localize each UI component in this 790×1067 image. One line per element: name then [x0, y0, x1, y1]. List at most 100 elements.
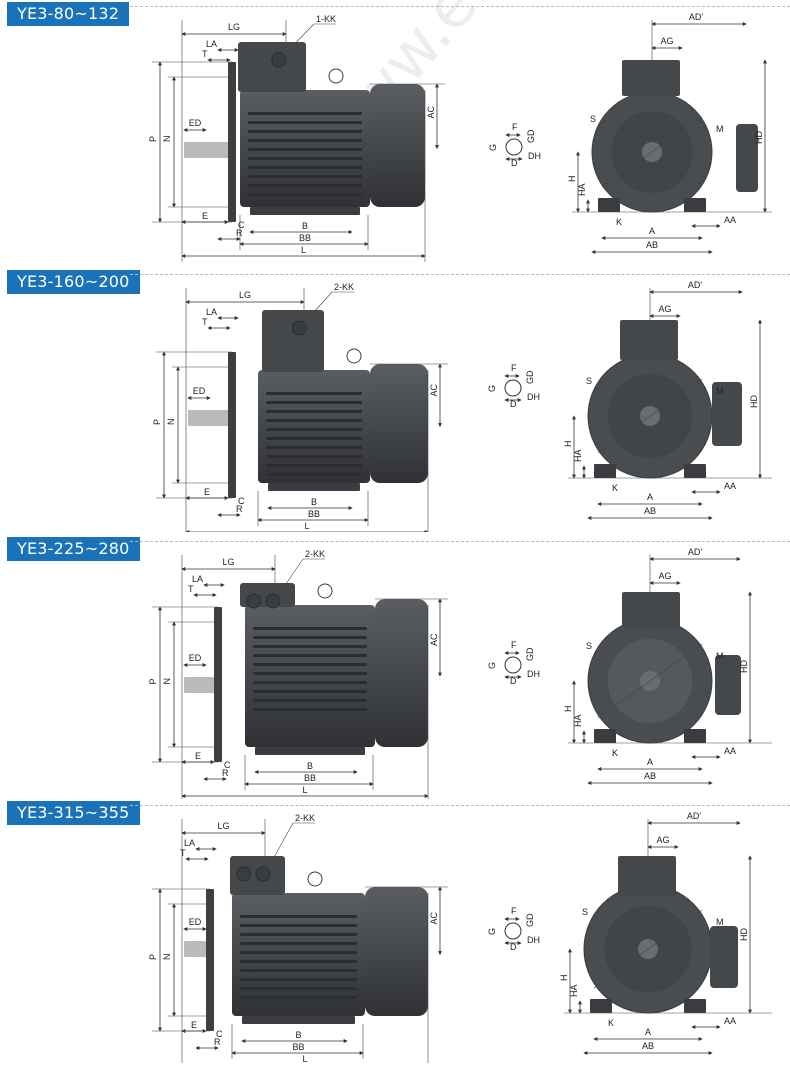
dimension-label: AD' — [688, 547, 703, 557]
dimension-label: HD — [754, 131, 764, 144]
dimension-label: AD' — [688, 280, 703, 290]
dimension-label: AC — [429, 633, 439, 646]
cooling-fin — [240, 960, 357, 963]
dimension-label: B — [307, 761, 313, 771]
dimension-label: M — [716, 917, 724, 927]
dimension-label: ED — [189, 653, 202, 663]
dimension-label: DH — [527, 669, 540, 679]
dimension-label: B — [311, 497, 317, 507]
dimension-label: H — [563, 441, 573, 448]
dimension-label: E — [195, 751, 201, 761]
dimension-label: N — [162, 954, 172, 961]
dimension-label: G — [487, 385, 497, 392]
lifting-eye — [307, 871, 323, 887]
fan-cover — [370, 364, 428, 483]
terminal-box — [262, 310, 324, 372]
dimension-label: E — [204, 487, 210, 497]
flange — [214, 607, 222, 762]
cooling-fin — [266, 455, 362, 458]
section-divider — [130, 805, 790, 806]
flange — [228, 62, 236, 222]
cable-gland — [271, 52, 287, 68]
cooling-fin — [240, 987, 357, 990]
dimension-label: AA — [724, 746, 736, 756]
side-terminal-box — [710, 926, 738, 988]
dimension-label: M — [716, 386, 724, 396]
dimension-label: HA — [573, 449, 583, 462]
cooling-fin — [266, 464, 362, 467]
foot-left — [598, 198, 620, 212]
dimension-label: D — [511, 158, 518, 168]
dimension-label: BB — [299, 233, 311, 243]
dimension-label: B — [295, 1030, 301, 1040]
dimension-label: C — [224, 760, 231, 770]
dimension-label: T — [188, 584, 194, 594]
section-divider — [130, 6, 790, 7]
lifting-eye — [328, 68, 344, 84]
side-terminal-box — [736, 124, 758, 192]
dimension-label: N — [166, 419, 176, 426]
side-terminal-box — [715, 655, 741, 715]
dimension-label: BB — [292, 1042, 304, 1052]
dimension-label: L — [302, 785, 307, 795]
cooling-fin — [253, 627, 367, 630]
dimension-label: AA — [724, 1016, 736, 1026]
cooling-fin — [266, 401, 362, 404]
cooling-fin — [248, 157, 362, 160]
dimension-label: P — [148, 678, 158, 684]
terminal-box — [620, 320, 678, 360]
dimension-label: C — [238, 220, 245, 230]
dimension-label: AA — [724, 215, 736, 225]
section-divider — [130, 274, 790, 275]
dimension-label: AD' — [687, 811, 702, 821]
fan-cover — [375, 599, 428, 747]
dimension-label: R — [222, 768, 229, 778]
dimension-label: F — [511, 363, 517, 373]
dimension-label: F — [511, 640, 517, 650]
dimension-label: DH — [528, 151, 541, 161]
dimension-label: AG — [656, 835, 669, 845]
dimension-label: ED — [189, 118, 202, 128]
dimension-label: P — [148, 954, 158, 960]
dimension-label: LG — [228, 22, 240, 32]
dimension-label: LG — [217, 821, 229, 831]
cooling-fin — [266, 410, 362, 413]
flange — [228, 352, 236, 498]
frame-size-tag: YE3-315~355 — [7, 801, 140, 825]
cooling-fin — [266, 473, 362, 476]
cooling-fin — [240, 951, 357, 954]
dimension-label: M — [716, 124, 724, 134]
dimension-label: C — [238, 496, 245, 506]
cooling-fin — [248, 193, 362, 196]
dimension-label: S — [586, 376, 592, 386]
dimension-label: DH — [527, 935, 540, 945]
dimension-label: GD — [526, 129, 536, 143]
cooling-fin — [248, 175, 362, 178]
cooling-fin — [248, 148, 362, 151]
dimension-label: AG — [658, 304, 671, 314]
frame-size-tag: YE3-225~280 — [7, 537, 140, 561]
dimension-label: N — [162, 136, 172, 143]
dimension-label: G — [488, 144, 498, 151]
dimension-label: AB — [646, 240, 658, 250]
shaft-section — [504, 656, 522, 674]
mounting-foot — [255, 747, 365, 755]
dimension-label: N — [162, 678, 172, 685]
dimension-label: L — [301, 245, 306, 255]
dimension-label: HA — [573, 714, 583, 727]
cooling-fin — [266, 428, 362, 431]
foot-left — [594, 729, 616, 743]
dimension-label: AB — [642, 1041, 654, 1051]
foot-right — [684, 999, 706, 1013]
cable-gland — [236, 866, 252, 882]
frame-size-tag: YE3-160~200 — [7, 270, 140, 294]
dimension-label: GD — [525, 913, 535, 927]
foot-right — [684, 464, 706, 478]
mounting-foot — [250, 207, 360, 215]
frame-size-tag: YE3-80~132 — [7, 2, 130, 26]
